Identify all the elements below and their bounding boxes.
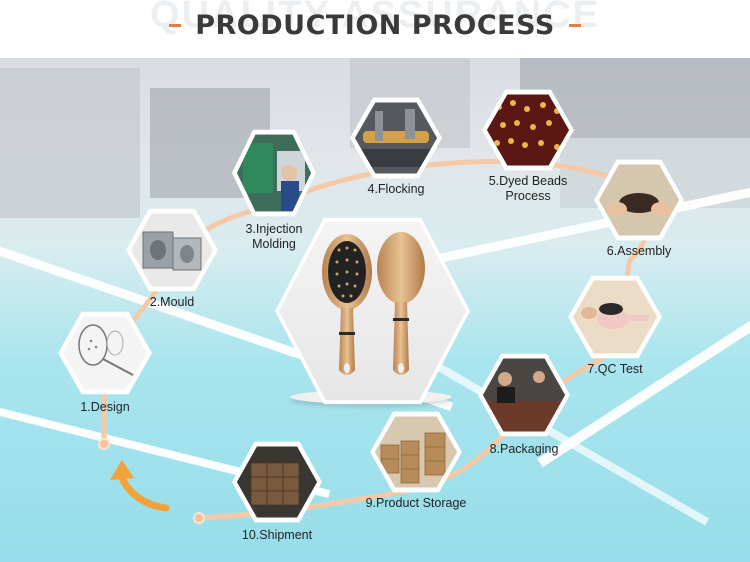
- step-label: 6.Assembly: [586, 244, 692, 259]
- step-label: 9.Product Storage: [340, 496, 492, 511]
- title-left-dash: [169, 24, 181, 27]
- title-row: PRODUCTION PROCESS: [0, 10, 750, 41]
- step-label: 5.Dyed Beads Process: [464, 174, 592, 204]
- step-assembly: 6.Assembly: [594, 158, 684, 242]
- step-shipment: 10.Shipment: [232, 440, 322, 524]
- step-label: 7.QC Test: [560, 362, 670, 377]
- step-packaging: 8.Packaging: [478, 352, 570, 438]
- step-label: 1.Design: [52, 400, 158, 415]
- step-injection-molding: 3.Injection Molding: [232, 128, 316, 218]
- step-label-line1: 5.Dyed Beads: [464, 174, 592, 189]
- curved-arrow-icon: [108, 458, 172, 514]
- step-dyed-beads: 5.Dyed Beads Process: [482, 88, 574, 172]
- step-label-line2: Process: [464, 189, 592, 204]
- path-dot-bottom: [193, 512, 205, 524]
- page-title: PRODUCTION PROCESS: [195, 10, 555, 41]
- path-dot-left: [98, 438, 110, 450]
- step-mould: 2.Mould: [126, 207, 218, 293]
- header: QUALITY ASSURANCE PRODUCTION PROCESS: [0, 0, 750, 58]
- title-right-dash: [569, 24, 581, 27]
- step-qc-test: 7.QC Test: [568, 274, 662, 360]
- step-design: 1.Design: [58, 310, 152, 396]
- step-label: 10.Shipment: [222, 528, 332, 543]
- step-label: 8.Packaging: [470, 442, 578, 457]
- step-label: 2.Mould: [120, 295, 224, 310]
- step-flocking: 4.Flocking: [350, 96, 442, 180]
- step-label: 4.Flocking: [344, 182, 448, 197]
- step-label-line1: 3.Injection: [220, 222, 328, 237]
- step-product-storage: 9.Product Storage: [370, 410, 462, 494]
